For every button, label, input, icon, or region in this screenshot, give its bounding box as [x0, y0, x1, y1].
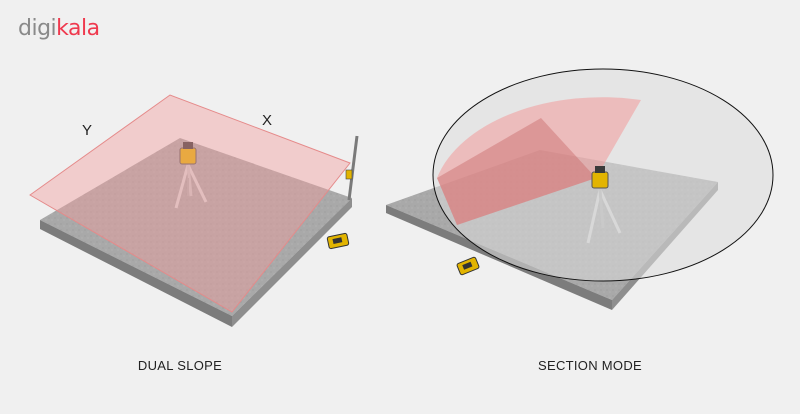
grade-rod-icon [345, 135, 359, 201]
logo-part-digi: digi [18, 16, 57, 41]
digikala-logo: digikala [18, 16, 100, 41]
tripod-icon [174, 164, 208, 209]
rotary-laser-icon [179, 142, 197, 165]
tripod-icon [586, 189, 622, 244]
section-mode-scene [386, 68, 774, 310]
laser-receiver-icon [326, 232, 350, 250]
laser-section-sector [437, 97, 641, 225]
concrete-slab-left [40, 138, 352, 327]
laser-receiver-icon [456, 256, 480, 276]
axis-label-x: X [262, 112, 273, 129]
laser-plane-left [29, 94, 351, 313]
caption-dual-slope: DUAL SLOPE [137, 358, 223, 373]
caption-section-mode: SECTION MODE [538, 358, 642, 373]
dual-slope-scene [29, 94, 359, 327]
logo-part-kala: kala [56, 16, 100, 41]
axis-label-y: Y [82, 122, 93, 139]
rotary-laser-icon [591, 166, 609, 189]
